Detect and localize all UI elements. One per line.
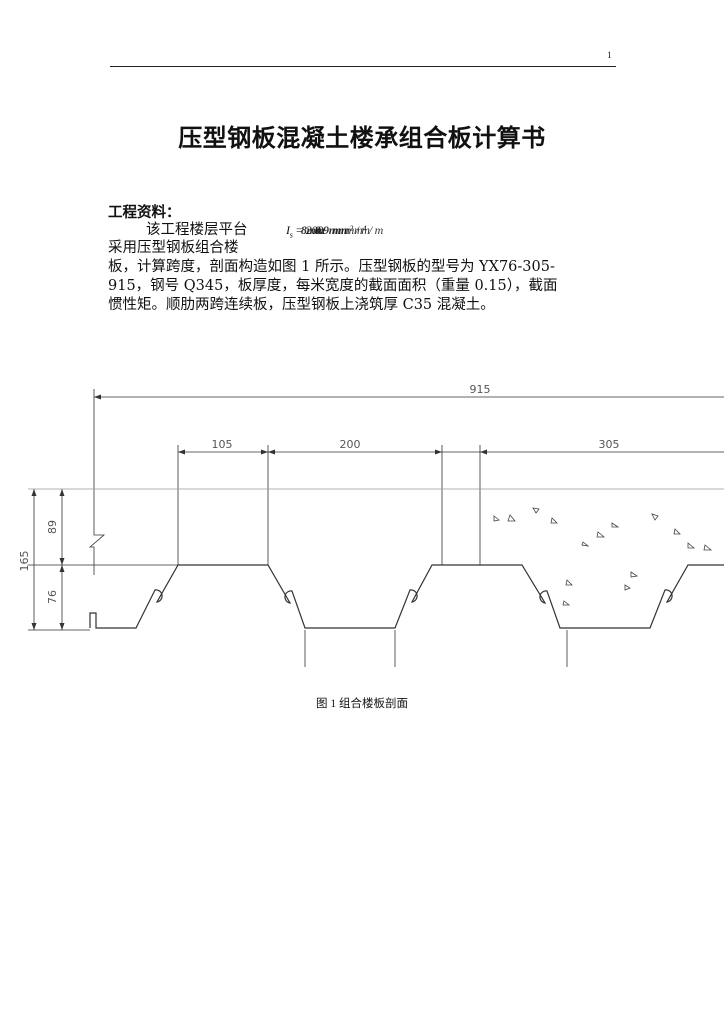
formula-overlap-d: mm² / m bbox=[332, 223, 370, 237]
arrowhead bbox=[59, 489, 65, 496]
arrowhead bbox=[31, 623, 37, 630]
formula-overlay: Is = 2008mm0.9mmmm² / mmm⁴ / m bbox=[286, 223, 383, 239]
arrowhead bbox=[94, 394, 101, 400]
dim-label-89: 89 bbox=[46, 520, 59, 534]
formula-overlap-e: mm⁴ / m bbox=[345, 223, 384, 237]
dim-label-76: 76 bbox=[46, 590, 59, 604]
dim-label-165: 165 bbox=[18, 551, 31, 572]
figure-caption: 图 1 组合楼板剖面 bbox=[316, 698, 408, 710]
deck-profile bbox=[89, 564, 724, 629]
section-heading: 工程资料： bbox=[108, 205, 181, 221]
page-title: 压型钢板混凝土楼承组合板计算书 bbox=[178, 124, 546, 152]
aggregate-marks bbox=[493, 507, 713, 606]
body-line-1: 该工程楼层平台 bbox=[146, 222, 248, 238]
formula-symbol: I bbox=[286, 223, 290, 237]
arrowhead bbox=[435, 449, 442, 455]
header-rule bbox=[110, 66, 616, 67]
formula-overlap-c: 0.9mm bbox=[314, 223, 347, 237]
formula-overlap-a: = 200 bbox=[295, 223, 323, 237]
body-line-4: 915，钢号 Q345，板厚度，每米宽度的截面面积（重量 0.15），截面 bbox=[108, 278, 558, 294]
formula-overlap-b: 8mm bbox=[300, 223, 325, 237]
dim-label-305: 305 bbox=[599, 438, 620, 451]
arrowhead bbox=[480, 449, 487, 455]
break-line bbox=[88, 520, 106, 575]
arrowhead bbox=[59, 565, 65, 572]
arrowhead bbox=[59, 623, 65, 630]
body-line-3: 板，计算跨度，剖面构造如图 1 所示。压型钢板的型号为 YX76-305- bbox=[108, 259, 555, 275]
page-number: 1 bbox=[607, 50, 612, 60]
dim-label-915: 915 bbox=[470, 383, 491, 396]
arrowhead bbox=[268, 449, 275, 455]
dim-label-105: 105 bbox=[212, 438, 233, 451]
arrowhead bbox=[261, 449, 268, 455]
dim-label-200: 200 bbox=[340, 438, 361, 451]
arrowhead bbox=[31, 489, 37, 496]
body-line-2: 采用压型钢板组合楼 bbox=[108, 240, 239, 256]
formula-subscript: s bbox=[289, 230, 293, 240]
body-line-5: 惯性矩。顺肋两跨连续板，压型钢板上浇筑厚 C35 混凝土。 bbox=[108, 297, 495, 313]
deck-section-diagram: 915 105 200 305 165 89 76 bbox=[18, 383, 724, 667]
arrowhead bbox=[59, 558, 65, 565]
arrowhead bbox=[178, 449, 185, 455]
